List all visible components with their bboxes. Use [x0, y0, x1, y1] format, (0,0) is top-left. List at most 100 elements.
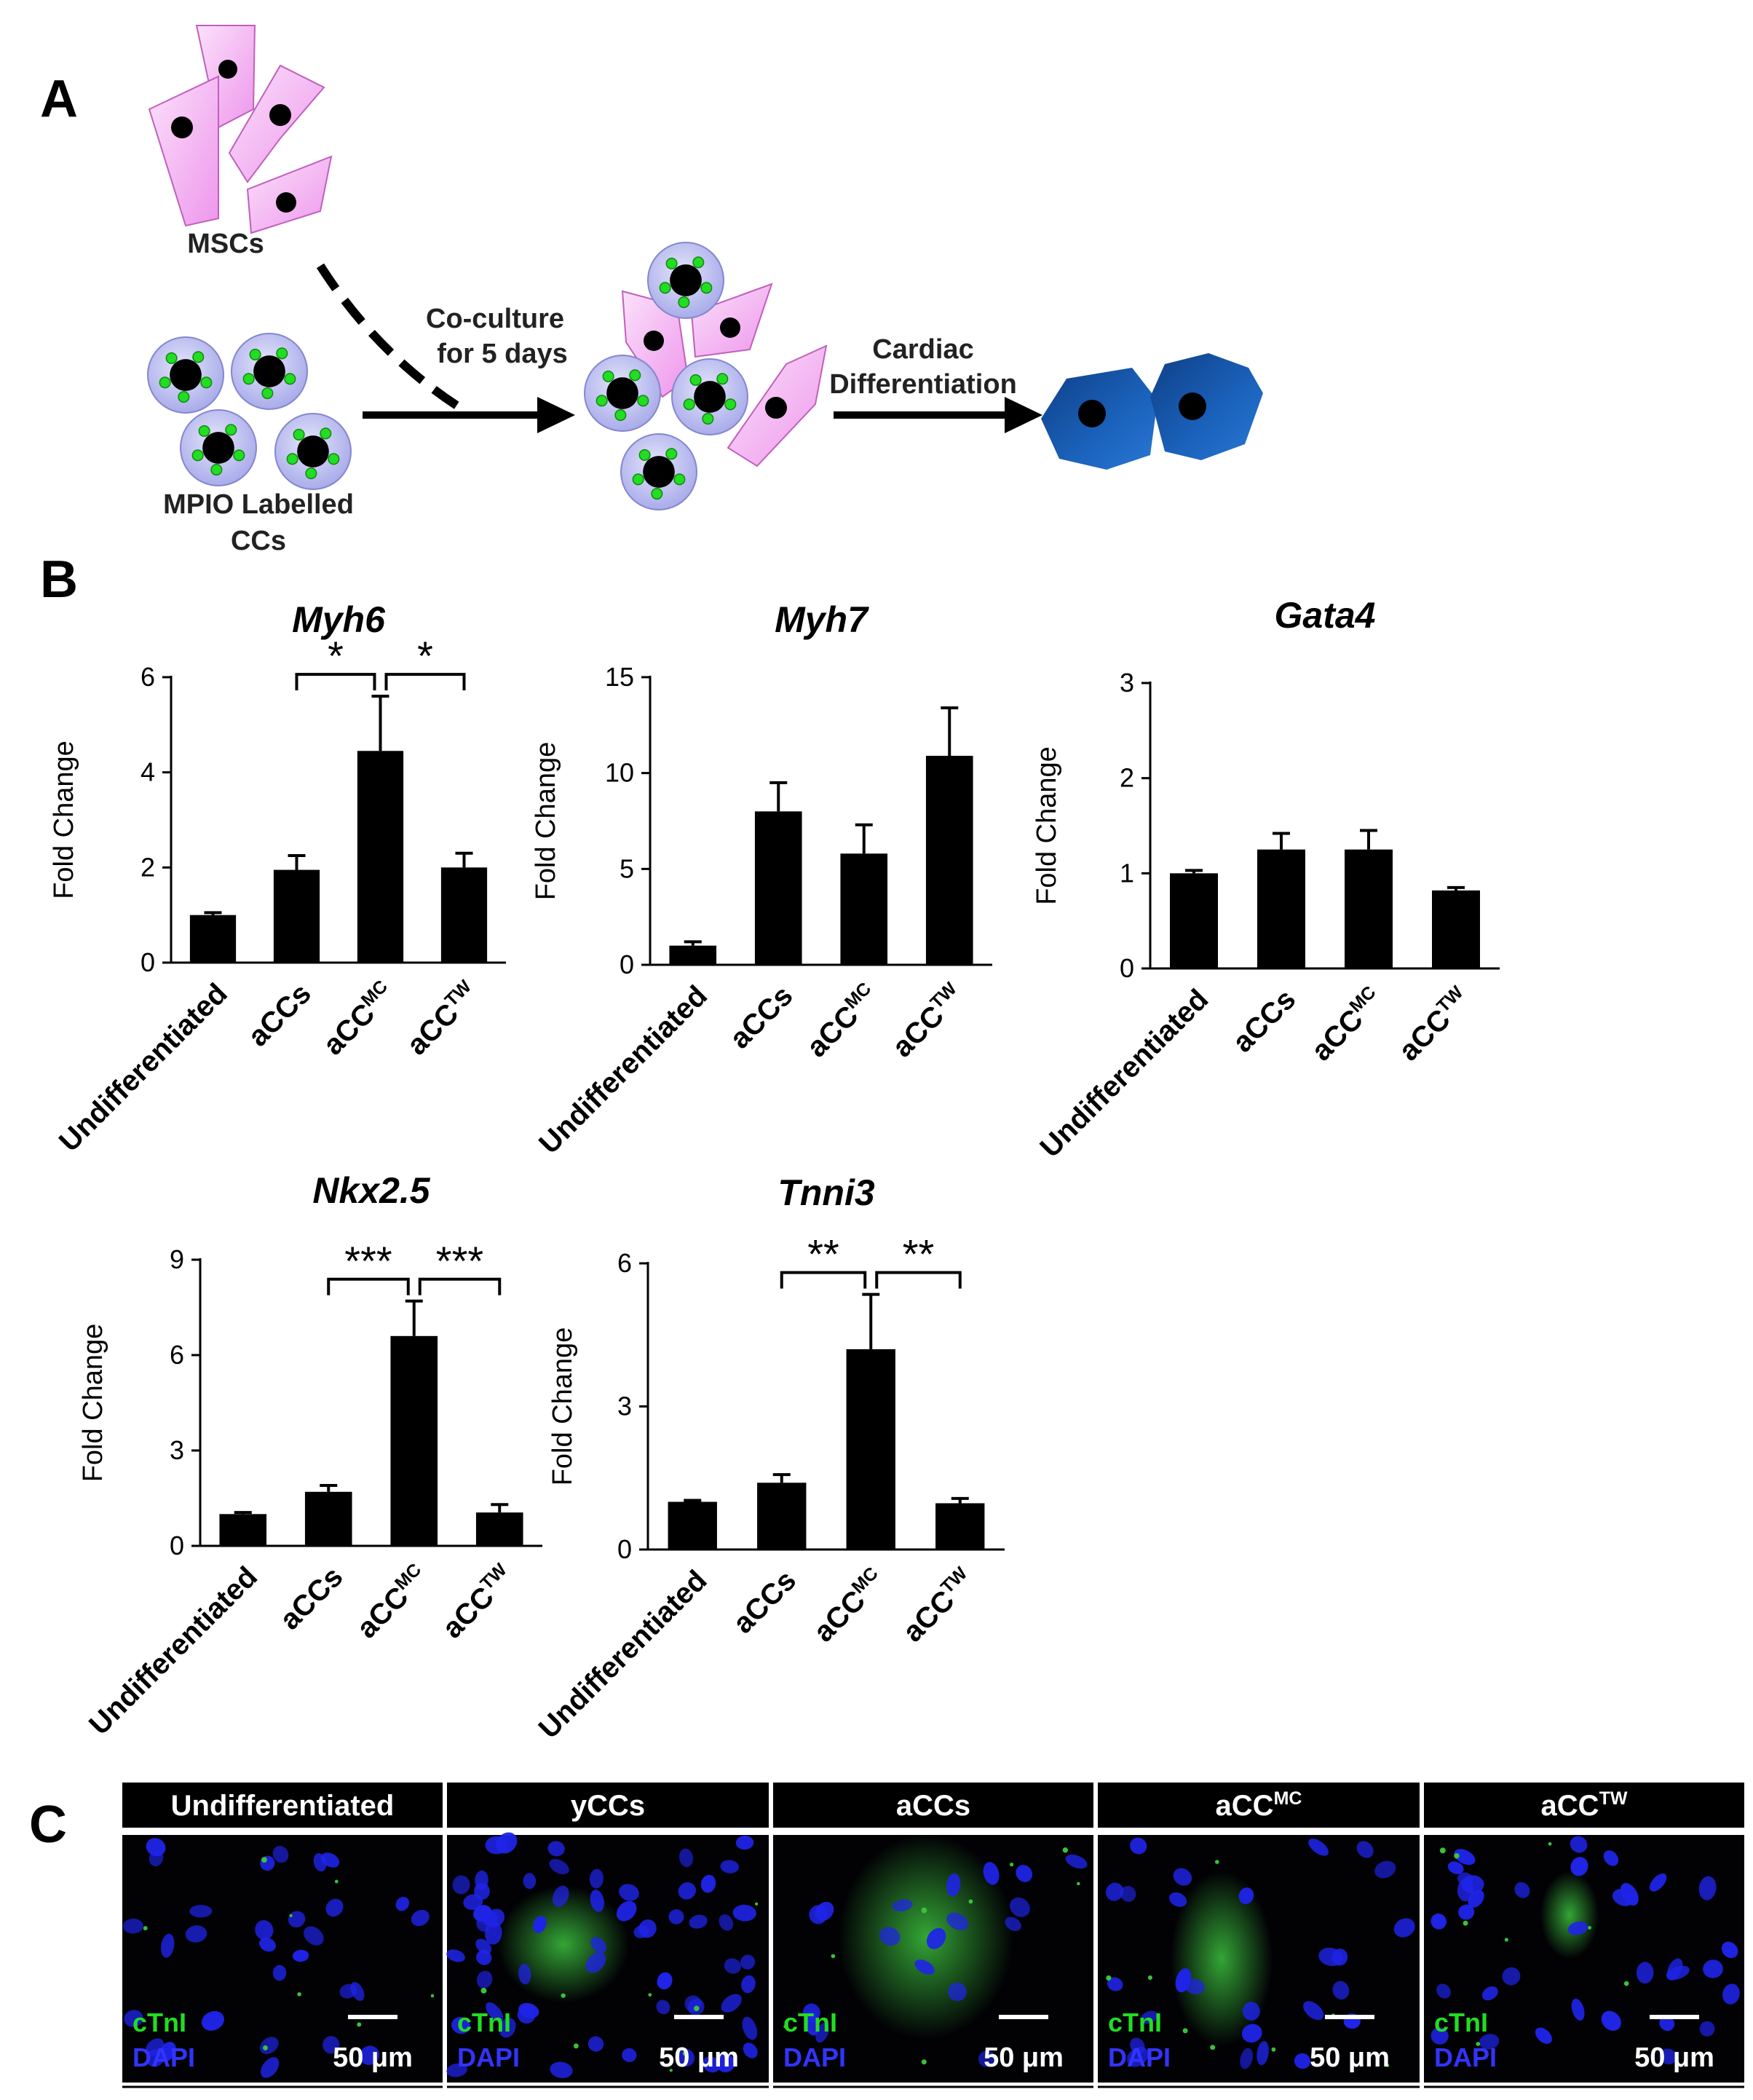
nucleus — [476, 1949, 492, 1965]
ctni-speck — [297, 1992, 301, 1997]
micrograph-header-bg — [1424, 1783, 1744, 1828]
nucleus — [547, 1841, 565, 1857]
nucleus — [1173, 1868, 1192, 1886]
nucleus — [1242, 2002, 1260, 2021]
category-label: Undifferentiated — [1034, 983, 1214, 1164]
nucleus — [201, 2010, 224, 2031]
nucleus — [288, 1911, 306, 1927]
significance-label: *** — [436, 1238, 483, 1284]
y-tick-label: 9 — [170, 1244, 184, 1274]
chart-title: Gata4 — [1275, 595, 1376, 636]
y-tick-label: 1 — [1120, 858, 1134, 888]
nucleus — [1294, 2053, 1311, 2069]
nucleus — [741, 1975, 756, 1994]
y-tick-label: 0 — [620, 950, 634, 979]
nucleus — [411, 1909, 430, 1927]
micrograph-header: aCCs — [896, 1790, 970, 1822]
cc-cell-icon — [147, 336, 224, 414]
nucleus — [272, 1965, 287, 1981]
nucleus — [1698, 1876, 1717, 1900]
ctni-speck — [1009, 1863, 1014, 1867]
bar — [304, 1491, 352, 1546]
ctni-speck — [573, 2043, 579, 2049]
nucleus — [1241, 2024, 1262, 2043]
nucleus — [619, 1884, 639, 1901]
scale-label: 50 μm — [659, 2042, 739, 2073]
ctni-speck — [968, 1899, 973, 1904]
nucleus — [892, 1899, 913, 1911]
nucleus — [716, 2053, 735, 2073]
nucleus — [1659, 2016, 1675, 2032]
cardiac-label: Cardiac — [872, 334, 973, 365]
chart-title: Myh7 — [775, 599, 869, 640]
nucleus — [533, 1915, 547, 1933]
ctni-speck — [1077, 1882, 1080, 1886]
bar — [669, 945, 717, 965]
significance-bracket — [780, 1271, 867, 1289]
nucleus — [1005, 1917, 1021, 1932]
nucleus — [255, 1919, 274, 1941]
category-label: aCCs — [727, 1564, 802, 1639]
significance-label: ** — [903, 1231, 935, 1277]
nucleus — [678, 1882, 696, 1900]
nucleus — [446, 2063, 467, 2077]
nucleus — [446, 1949, 465, 1962]
significance-label: *** — [344, 1238, 392, 1284]
bar — [390, 1335, 438, 1546]
ctni-speck — [261, 1857, 267, 1863]
ctni-speck — [754, 1902, 759, 1906]
nucleus — [1010, 1897, 1030, 1917]
nucleus — [721, 1994, 742, 2013]
category-label: aCCMC — [807, 1563, 892, 1649]
nucleus — [1481, 1986, 1498, 2001]
cc-cell-icon — [620, 433, 697, 510]
y-tick-label: 0 — [170, 1531, 184, 1560]
nucleus — [1703, 1959, 1723, 1978]
nucleus — [983, 1862, 1000, 1885]
nucleus — [304, 1926, 324, 1946]
msc-dashed-path — [316, 263, 469, 416]
category-label: aCCMC — [316, 976, 401, 1062]
ctni-speck — [1271, 2047, 1276, 2052]
nucleus — [499, 2018, 516, 2038]
nucleus — [742, 2016, 758, 2040]
nucleus — [259, 1937, 276, 1952]
nucleus — [616, 1900, 637, 1922]
chart-title: Myh6 — [292, 599, 386, 640]
category-label: aCCTW — [895, 1563, 981, 1648]
nucleus — [523, 1873, 537, 1890]
ctni-speck — [1548, 1842, 1552, 1846]
nucleus — [743, 2042, 758, 2058]
nucleus — [1107, 1977, 1123, 1992]
nucleus — [1570, 1857, 1588, 1876]
nucleus — [124, 2010, 143, 2027]
stain-label-dapi: DAPI — [1108, 2042, 1171, 2072]
y-axis-title: Fold Change — [49, 741, 79, 899]
nucleus — [1127, 2047, 1149, 2067]
nucleus — [946, 1873, 961, 1897]
y-axis-title: Fold Change — [531, 742, 561, 901]
y-tick-label: 4 — [141, 757, 155, 787]
nucleus — [589, 1868, 604, 1889]
scale-label: 50 μm — [1634, 2042, 1714, 2073]
nucleus — [1374, 1860, 1396, 1879]
nucleus — [1447, 1861, 1464, 1874]
ctni-speck — [1147, 1975, 1152, 1981]
y-tick-label: 3 — [617, 1392, 632, 1421]
msc-label: MSCs — [187, 229, 264, 259]
micrograph-header: yCCs — [571, 1790, 645, 1822]
y-tick-label: 0 — [617, 1534, 632, 1564]
ctni-speck — [921, 1907, 927, 1914]
nucleus — [622, 2048, 637, 2062]
nucleus — [719, 1914, 734, 1931]
nucleus — [325, 1898, 344, 1917]
y-tick-label: 0 — [141, 947, 155, 977]
nucleus — [1567, 1921, 1588, 1935]
y-tick-label: 3 — [170, 1435, 184, 1465]
